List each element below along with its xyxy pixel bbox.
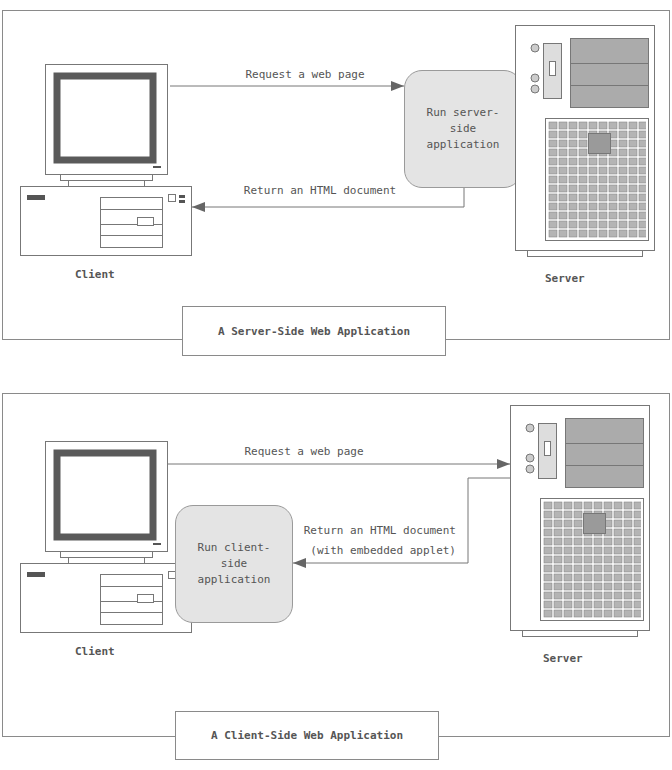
drive-bay (571, 64, 649, 86)
drive-bay (101, 575, 163, 625)
floppy-slot (27, 195, 45, 200)
monitor-case (46, 442, 168, 552)
edge-label: Return an HTML document (with embedded a… (300, 521, 456, 561)
connector-line (168, 464, 510, 465)
client-computer: Client (20, 441, 192, 633)
system-unit (21, 564, 192, 633)
drive-line (100, 612, 163, 613)
connector (170, 81, 404, 91)
panel-frame: A Client-Side Web Application ClientRun … (2, 393, 670, 737)
edge-label: Request a web page (194, 442, 414, 462)
arrow-head (293, 558, 306, 568)
unit-light (179, 195, 185, 198)
connector-line (293, 478, 510, 563)
monitor-stand (69, 558, 145, 564)
monitor-case (46, 65, 168, 175)
server-light (526, 454, 534, 462)
monitor-neck (61, 175, 153, 181)
server-foot (523, 631, 638, 637)
monitor-neck (61, 552, 153, 558)
drive-bay (571, 86, 649, 108)
computer-illustration (20, 64, 192, 256)
monitor-screen (57, 453, 153, 537)
drive-bay (566, 466, 644, 488)
drive-bay (566, 444, 644, 466)
process-label: Run server-side application (422, 105, 504, 153)
server-illustration (515, 25, 655, 260)
computer-illustration (20, 441, 192, 633)
panel-title: A Server-Side Web Application (182, 306, 446, 356)
drive-line (100, 586, 163, 587)
arrow-head (192, 202, 205, 212)
monitor-stand (69, 181, 145, 187)
device-label: Client (75, 645, 115, 658)
edge-label: Return an HTML document (200, 181, 440, 201)
connector-line (170, 86, 404, 87)
server-slot (544, 44, 562, 99)
device-label: Server (543, 652, 583, 665)
server-light (531, 85, 539, 93)
arrow-head (497, 459, 510, 469)
server-light (526, 424, 534, 432)
connector (168, 459, 510, 469)
vent-panel (541, 499, 644, 621)
device-label: Client (75, 268, 115, 281)
server-case (511, 406, 650, 631)
monitor-screen (57, 76, 153, 160)
server-light (531, 74, 539, 82)
connector (293, 478, 510, 568)
vent-block (584, 514, 606, 534)
server-foot (528, 251, 643, 257)
unit-button (169, 195, 176, 202)
panel-frame: A Server-Side Web Application ClientRun … (2, 10, 670, 340)
server-computer: Server (515, 25, 655, 258)
server-light (526, 465, 534, 473)
server-illustration (510, 405, 650, 640)
server-computer: Server (510, 405, 650, 638)
slot-latch (545, 442, 551, 456)
process-box: Run client-side application (175, 505, 293, 623)
drive-line (100, 209, 163, 210)
arrow-head (391, 81, 404, 91)
floppy-slot (27, 572, 45, 577)
vent-grid (543, 501, 641, 618)
drive-button (138, 595, 154, 603)
edge-label: Request a web page (195, 65, 415, 85)
server-slot (539, 424, 557, 479)
device-label: Server (545, 272, 585, 285)
slot-latch (550, 62, 556, 76)
drive-bay (571, 39, 649, 64)
drive-bay (566, 419, 644, 444)
server-light (531, 44, 539, 52)
process-label: Run client-side application (193, 540, 275, 588)
drive-line (100, 235, 163, 236)
vent-block (589, 134, 611, 154)
server-case (516, 26, 655, 251)
unit-light (179, 200, 185, 203)
panel-title: A Client-Side Web Application (175, 711, 439, 760)
vent-grid (548, 121, 646, 238)
client-computer: Client (20, 64, 192, 256)
system-unit (21, 187, 192, 256)
power-light (153, 543, 161, 545)
process-box: Run server-side application (404, 70, 522, 188)
drive-bay (101, 198, 163, 248)
drive-button (138, 218, 154, 226)
vent-panel (546, 119, 649, 241)
power-light (153, 166, 161, 168)
